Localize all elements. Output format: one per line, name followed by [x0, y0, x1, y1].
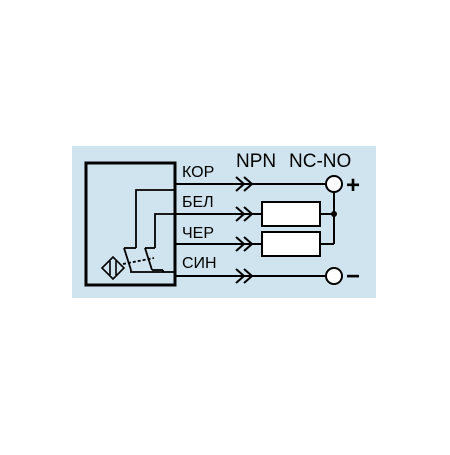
wire-label-black: ЧЕР — [182, 225, 214, 242]
wire-label-white: БЕЛ — [182, 194, 214, 211]
connector-chevrons — [235, 176, 254, 284]
nc-no-switch-icon — [122, 189, 175, 273]
junction-dot — [331, 211, 337, 217]
header-mode: NC-NO — [289, 151, 351, 172]
load-resistor-1 — [261, 201, 321, 227]
header-type: NPN — [236, 151, 276, 172]
wire-label-brown: КОР — [182, 164, 214, 181]
diagram-background — [72, 146, 376, 298]
connector-icon — [235, 176, 254, 192]
negative-sign: − — [346, 263, 360, 290]
negative-terminal — [325, 267, 343, 285]
wires — [175, 183, 325, 277]
connector-icon — [235, 206, 254, 222]
positive-terminal — [325, 175, 343, 193]
connector-icon — [235, 268, 254, 284]
connector-icon — [235, 236, 254, 252]
wire-label-blue: СИН — [182, 255, 217, 272]
inductive-sensor-icon — [100, 255, 126, 281]
sensor-housing — [84, 161, 177, 287]
positive-sign: + — [346, 172, 360, 199]
load-resistor-2 — [261, 231, 321, 257]
